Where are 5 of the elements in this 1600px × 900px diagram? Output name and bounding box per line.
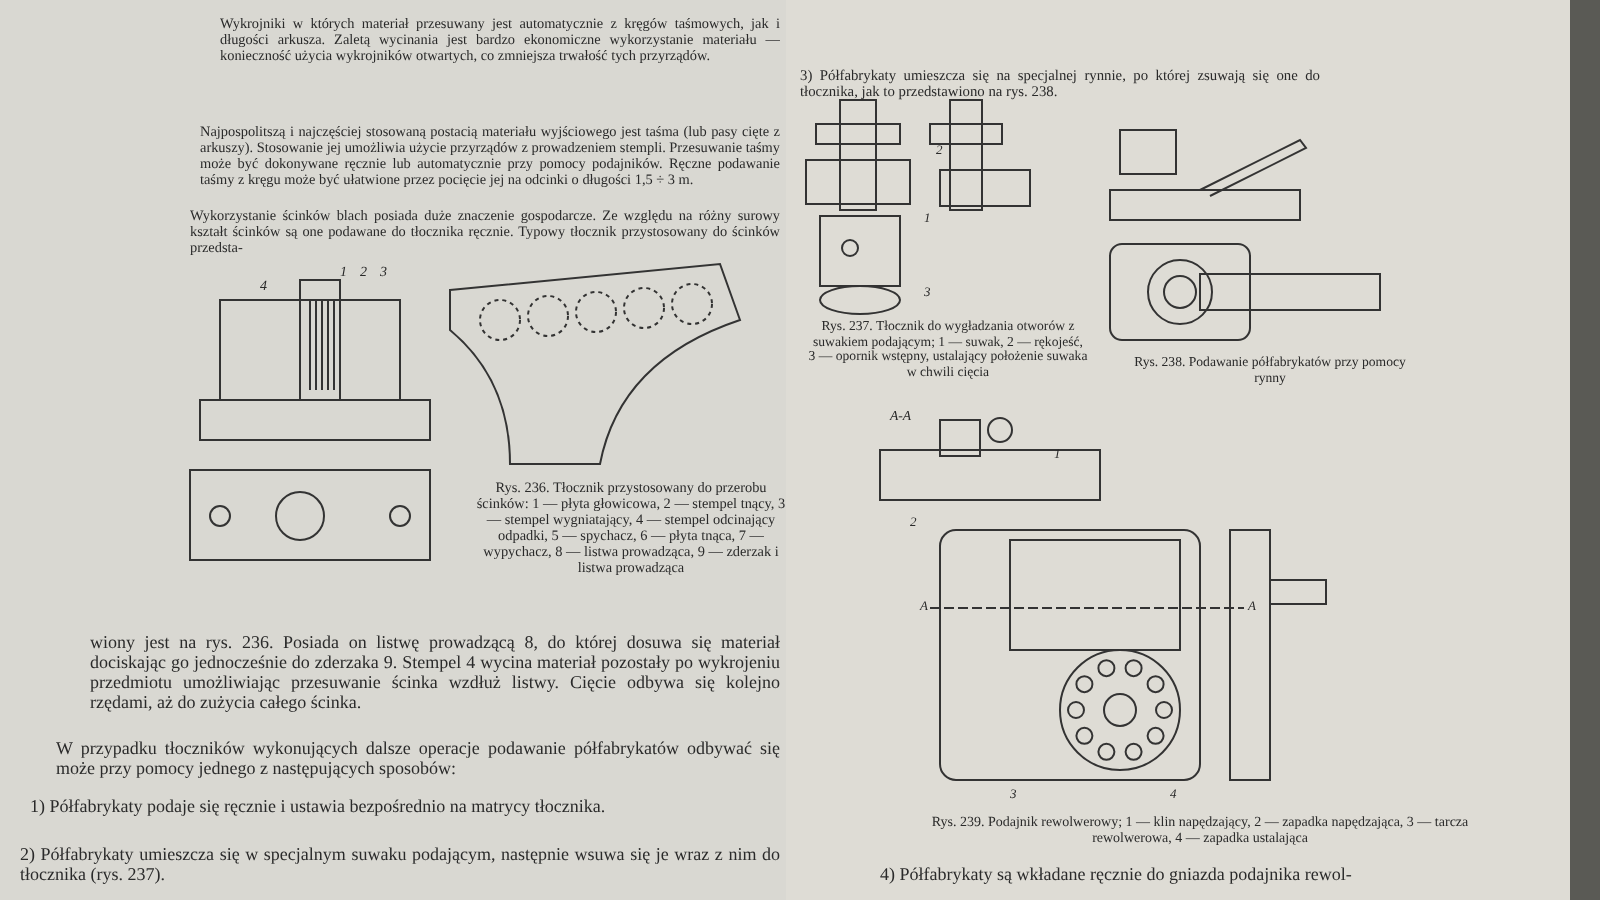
paragraph: 4) Półfabrykaty są wkładane ręcznie do gniazda podajnika rewol- bbox=[880, 864, 1354, 885]
paragraph: W przypadku tłoczników wykonujących dalsze operacje podawanie półfabrykatów odbywać się może przy pomocy jednego z następujących sposobów: bbox=[56, 738, 780, 779]
paragraph: 2) Półfabrykaty umieszcza się w specjalnym suwaku podającym, następnie wsuwa się je wraz z nim do tłocznika (rys. 237). bbox=[20, 844, 780, 885]
paragraph: 1) Półfabrykaty podaje się ręcznie i ustawia bezpośrednio na matrycy tłocznika. bbox=[30, 796, 608, 817]
paragraph: wiony jest na rys. 236. Posiada on listwę prowadzącą 8, do której dosuwa się materiał dociskając go jednocześnie do zderzaka 9. Stempel 4 wycina materiał pozostały po wykrojeniu przedmiotu umożliwiając przesuwanie ścinka wzdłuż listwy. Cięcie odbywa się kolejno rzędami, aż do zużycia całego ścinka. bbox=[90, 632, 780, 713]
